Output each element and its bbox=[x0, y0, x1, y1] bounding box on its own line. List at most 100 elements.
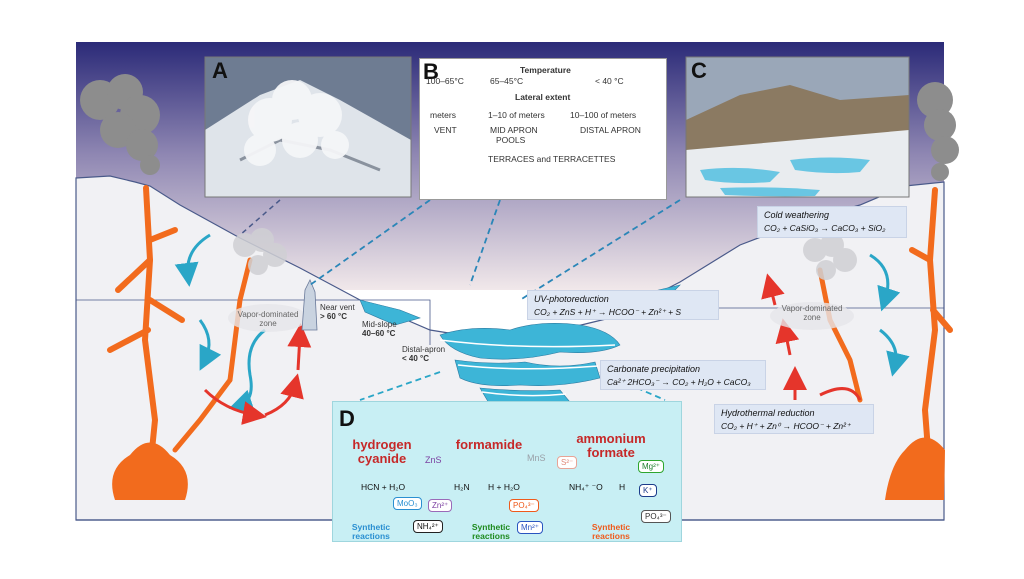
hydrothermal-reduction-box: Hydrothermal reduction CO₂ + H⁺ + Zn⁰ → … bbox=[714, 404, 874, 434]
zone-pools: POOLS bbox=[496, 135, 526, 145]
leader-line-b-left bbox=[309, 199, 431, 286]
vapor-zone-right-label: Vapor-dominated zone bbox=[775, 304, 849, 322]
nh4-ion: NH₄²⁺ bbox=[413, 520, 443, 533]
leader-line-d-left bbox=[359, 371, 441, 401]
po4-ion-right: PO₄³⁻ bbox=[641, 510, 671, 523]
synthetic-green-line1: Synthetic bbox=[471, 522, 511, 532]
panel-b-letter: B bbox=[423, 59, 439, 84]
k-ion: K⁺ bbox=[639, 484, 657, 497]
leader-line-c bbox=[519, 199, 681, 301]
cold-weathering-equation: CO₂ + CaSiO₃ → CaCO₃ + SiO₂ bbox=[764, 223, 886, 233]
left-water-arrow-1 bbox=[174, 233, 211, 287]
right-water-arrow-1 bbox=[869, 253, 901, 312]
distal-apron-line2: < 40 °C bbox=[402, 354, 429, 363]
ammonium-reaction: NH₄⁺ ⁻O bbox=[569, 482, 603, 492]
right-heat-arrow-2 bbox=[775, 318, 800, 356]
panel-d: D hydrogen cyanide formamide ammonium fo… bbox=[332, 401, 682, 542]
extent-mid: 1–10 of meters bbox=[488, 110, 545, 120]
zone-vent: VENT bbox=[434, 125, 457, 135]
leader-line-b-right bbox=[469, 199, 501, 286]
near-vent-label: Near vent > 60 °C bbox=[320, 303, 355, 321]
synthetic-orange-line2: reactions bbox=[592, 531, 630, 541]
left-heat-arrow-1 bbox=[203, 388, 267, 425]
vapor-zone-right-line1: Vapor-dominated bbox=[781, 304, 843, 313]
panel-b: B Temperature 100–65°C 65–45°C < 40 °C L… bbox=[419, 58, 667, 200]
uv-photoreduction-box: UV-photoreduction CO₂ + ZnS + H⁺ → HCOO⁻… bbox=[527, 290, 719, 320]
right-magma-chamber bbox=[885, 437, 945, 500]
right-vapor-cloud bbox=[803, 233, 857, 280]
hydrogen-cyanide-label: hydrogen cyanide bbox=[347, 438, 417, 466]
ammonium-formate-line1: ammonium bbox=[576, 431, 646, 446]
hcn-reaction: HCN + H₂O bbox=[361, 482, 406, 492]
mn-ion: Mn²⁺ bbox=[517, 521, 543, 534]
zone-distal-apron: DISTAL APRON bbox=[580, 125, 641, 135]
lateral-heading: Lateral extent bbox=[515, 92, 571, 102]
distal-apron-line1: Distal-apron bbox=[402, 345, 446, 354]
mg-ion: Mg²⁺ bbox=[638, 460, 664, 473]
zone-mid-apron: MID APRON bbox=[490, 125, 538, 135]
hydrogen-cyanide-line1: hydrogen bbox=[352, 437, 412, 452]
left-water-arrow-3 bbox=[228, 328, 266, 413]
carbonate-precipitation-title: Carbonate precipitation bbox=[607, 364, 701, 374]
synthetic-reactions-orange: Synthetic reactions bbox=[581, 523, 641, 541]
formamide-label: formamide bbox=[455, 437, 523, 452]
zn-ion: Zn²⁺ bbox=[428, 499, 453, 512]
hydrogen-cyanide-line2: cyanide bbox=[357, 451, 407, 466]
left-heat-arrow-3 bbox=[287, 323, 312, 371]
carbonate-precipitation-box: Carbonate precipitation Ca²⁺ 2HCO₃⁻ → CO… bbox=[600, 360, 766, 390]
temp-distal: < 40 °C bbox=[595, 76, 624, 86]
near-vent-line2: > 60 °C bbox=[320, 312, 347, 321]
left-heat-arrow-2 bbox=[264, 373, 304, 417]
panel-a-letter: A bbox=[212, 58, 228, 83]
panel-c-letter: C bbox=[691, 58, 707, 83]
mid-slope-line2: 40–60 °C bbox=[362, 329, 396, 338]
panel-a-photo bbox=[204, 56, 412, 198]
zns-catalyst: ZnS bbox=[425, 455, 442, 465]
ammonium-formate-label: ammonium formate bbox=[573, 432, 649, 460]
extent-vent: meters bbox=[430, 110, 456, 120]
synthetic-green-line2: reactions bbox=[472, 531, 510, 541]
formamide-reaction: H₂N bbox=[454, 482, 470, 492]
po4-ion-middle: PO₄³⁻ bbox=[509, 499, 539, 512]
ammonium-reaction-h: H bbox=[619, 482, 626, 492]
vapor-zone-right-line2: zone bbox=[803, 313, 821, 322]
uv-photoreduction-title: UV-photoreduction bbox=[534, 294, 609, 304]
synthetic-blue-line1: Synthetic bbox=[351, 522, 391, 532]
mid-slope-label: Mid-slope 40–60 °C bbox=[362, 320, 397, 338]
extent-distal: 10–100 of meters bbox=[570, 110, 637, 120]
uv-photoreduction-equation: CO₂ + ZnS + H⁺ → HCOO⁻ + Zn²⁺ + S bbox=[534, 307, 682, 317]
panel-d-letter: D bbox=[339, 406, 355, 431]
left-water-arrow-2 bbox=[198, 319, 222, 371]
left-smoke-plume bbox=[80, 74, 160, 175]
near-vent-line1: Near vent bbox=[320, 303, 355, 312]
synthetic-reactions-green: Synthetic reactions bbox=[461, 523, 521, 541]
vapor-zone-left-label: Vapor-dominated zone bbox=[232, 310, 304, 328]
mns-catalyst: MnS bbox=[527, 453, 546, 463]
left-magma-system bbox=[107, 185, 253, 473]
depth-face-left bbox=[76, 299, 431, 345]
moo3-ion: MoO₃ bbox=[393, 497, 422, 510]
cold-weathering-box: Cold weathering CO₂ + CaSiO₃ → CaCO₃ + S… bbox=[757, 206, 907, 238]
sulfide-ion: S²⁻ bbox=[557, 456, 578, 469]
terraces-label: TERRACES and TERRACETTES bbox=[488, 154, 616, 164]
synthetic-orange-line1: Synthetic bbox=[591, 522, 631, 532]
terrace-rims bbox=[439, 339, 616, 397]
right-smoke-plume bbox=[917, 82, 959, 181]
distal-apron-label: Distal-apron < 40 °C bbox=[402, 345, 445, 363]
right-vapor-zone bbox=[770, 302, 854, 330]
left-vapor-zone bbox=[228, 304, 308, 332]
vent-spire bbox=[301, 279, 318, 331]
temp-vent: 100–65°C bbox=[426, 76, 464, 86]
hydrothermal-reduction-title: Hydrothermal reduction bbox=[721, 408, 815, 418]
right-heat-return bbox=[819, 387, 862, 401]
vapor-zone-left-line1: Vapor-dominated bbox=[237, 310, 299, 319]
carbonate-precipitation-equation: Ca²⁺ 2HCO₃⁻ → CO₂ + H₂O + CaCO₃ bbox=[607, 377, 751, 387]
hydrothermal-reduction-equation: CO₂ + H⁺ + Zn⁰ → HCOO⁻ + Zn²⁺ bbox=[721, 421, 851, 431]
cold-weathering-title: Cold weathering bbox=[764, 210, 830, 220]
right-magma-system bbox=[817, 187, 953, 453]
ammonium-formate-line2: formate bbox=[587, 445, 635, 460]
right-heat-arrow-3 bbox=[761, 273, 785, 306]
vapor-zone-left-line2: zone bbox=[259, 319, 277, 328]
mid-slope-line1: Mid-slope bbox=[362, 320, 397, 329]
